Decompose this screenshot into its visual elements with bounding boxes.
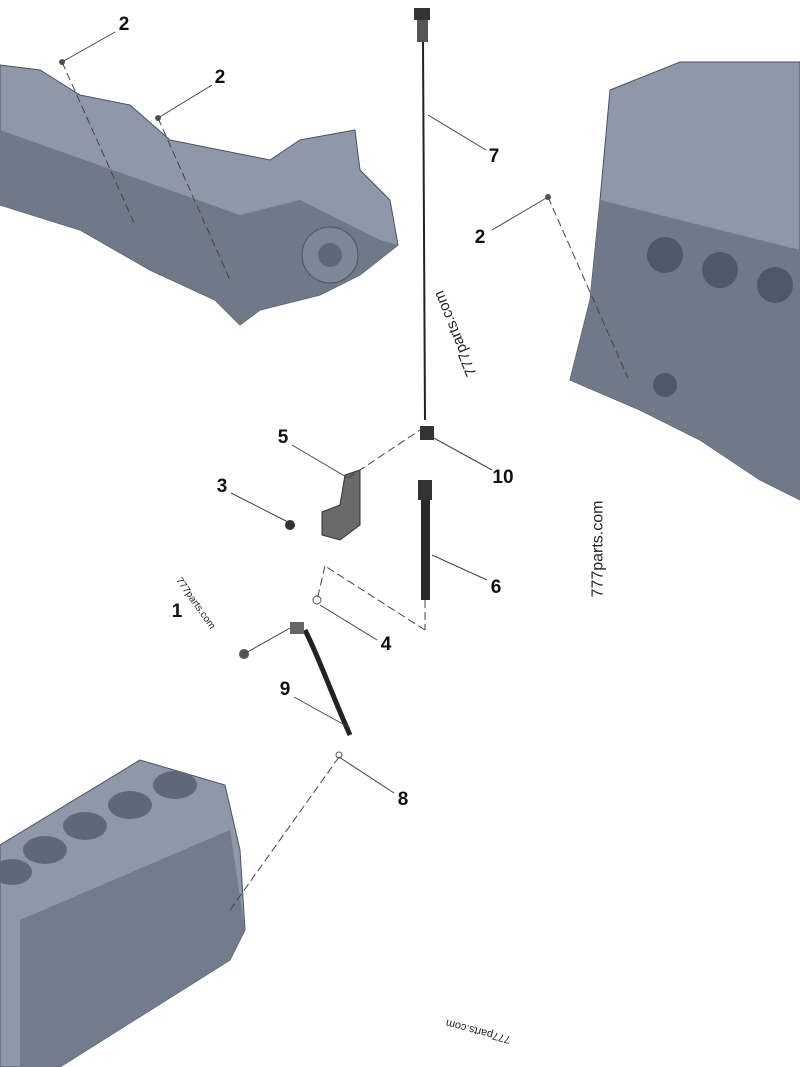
hose	[302, 628, 353, 737]
callout-4: 4	[380, 634, 392, 655]
callout-1: 1	[171, 601, 183, 622]
callout-3: 3	[216, 476, 228, 497]
callout-5: 5	[277, 427, 289, 448]
leader-lines	[61, 31, 629, 911]
callout-7: 7	[488, 146, 500, 167]
callout-6: 6	[490, 577, 502, 598]
callout-10: 10	[492, 467, 514, 488]
bracket	[321, 469, 361, 541]
screw	[285, 520, 295, 530]
callout-9: 9	[279, 679, 291, 700]
engine-block-bottom-left	[0, 759, 246, 1067]
callout-2: 2	[118, 14, 130, 35]
watermark: 777parts.com	[589, 500, 607, 598]
callout-2: 2	[474, 227, 486, 248]
callout-8: 8	[397, 789, 409, 810]
engine-block-right	[569, 61, 800, 501]
engine-block-top-left	[0, 64, 399, 326]
dipstick-tube	[418, 426, 434, 600]
callout-2: 2	[214, 67, 226, 88]
dipstick	[414, 8, 430, 421]
